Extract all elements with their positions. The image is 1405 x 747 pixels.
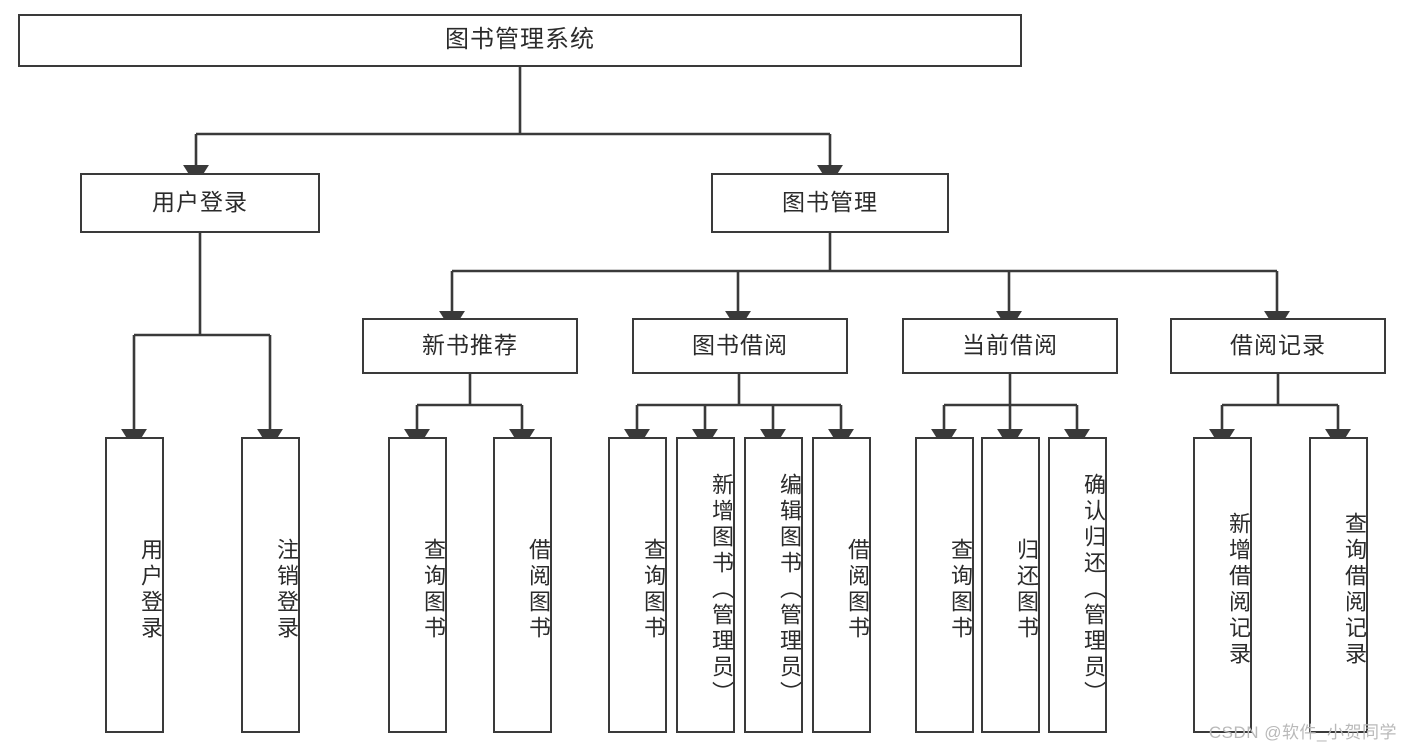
node-leaf-user-logout[interactable]: 注销登录 [241, 437, 300, 733]
node-leaf-user-login[interactable]: 用户登录 [105, 437, 164, 733]
node-leaf-return-book[interactable]: 归还图书 [981, 437, 1040, 733]
node-leaf-add-book-label: 新增图书（管理员） [709, 473, 734, 707]
node-leaf-query-book-3[interactable]: 查询图书 [915, 437, 974, 733]
node-leaf-add-record[interactable]: 新增借阅记录 [1193, 437, 1252, 733]
node-leaf-add-book[interactable]: 新增图书（管理员） [676, 437, 735, 733]
node-leaf-edit-book[interactable]: 编辑图书（管理员） [744, 437, 803, 733]
node-book-manage[interactable]: 图书管理 [711, 173, 949, 233]
node-current-borrow[interactable]: 当前借阅 [902, 318, 1118, 374]
node-leaf-edit-book-label: 编辑图书（管理员） [777, 473, 802, 707]
node-root-label: 图书管理系统 [445, 26, 595, 54]
node-leaf-borrow-book-1-label: 借阅图书 [526, 538, 551, 642]
node-user-login-label: 用户登录 [152, 189, 248, 216]
node-user-login[interactable]: 用户登录 [80, 173, 320, 233]
node-leaf-query-book-2[interactable]: 查询图书 [608, 437, 667, 733]
node-new-book-rec-label: 新书推荐 [422, 332, 518, 359]
node-root[interactable]: 图书管理系统 [18, 14, 1022, 67]
node-new-book-rec[interactable]: 新书推荐 [362, 318, 578, 374]
node-leaf-return-book-label: 归还图书 [1014, 538, 1039, 642]
node-leaf-query-book-1[interactable]: 查询图书 [388, 437, 447, 733]
node-leaf-query-book-1-label: 查询图书 [421, 538, 446, 642]
node-current-borrow-label: 当前借阅 [962, 332, 1058, 359]
node-leaf-confirm-return[interactable]: 确认归还（管理员） [1048, 437, 1107, 733]
node-leaf-query-record-label: 查询借阅记录 [1342, 512, 1367, 668]
node-leaf-add-record-label: 新增借阅记录 [1226, 512, 1251, 668]
node-leaf-query-book-3-label: 查询图书 [948, 538, 973, 642]
node-leaf-borrow-book-2-label: 借阅图书 [845, 538, 870, 642]
node-borrow-record[interactable]: 借阅记录 [1170, 318, 1386, 374]
node-book-borrow-label: 图书借阅 [692, 332, 788, 359]
node-book-borrow[interactable]: 图书借阅 [632, 318, 848, 374]
node-leaf-confirm-return-label: 确认归还（管理员） [1081, 473, 1106, 707]
watermark-text: CSDN @软件_小贺同学 [1208, 723, 1397, 742]
node-borrow-record-label: 借阅记录 [1230, 332, 1326, 359]
node-leaf-query-record[interactable]: 查询借阅记录 [1309, 437, 1368, 733]
node-leaf-query-book-2-label: 查询图书 [641, 538, 666, 642]
node-leaf-borrow-book-1[interactable]: 借阅图书 [493, 437, 552, 733]
node-leaf-borrow-book-2[interactable]: 借阅图书 [812, 437, 871, 733]
node-leaf-user-login-label: 用户登录 [138, 538, 163, 642]
node-leaf-user-logout-label: 注销登录 [274, 538, 299, 642]
node-book-manage-label: 图书管理 [782, 189, 878, 216]
